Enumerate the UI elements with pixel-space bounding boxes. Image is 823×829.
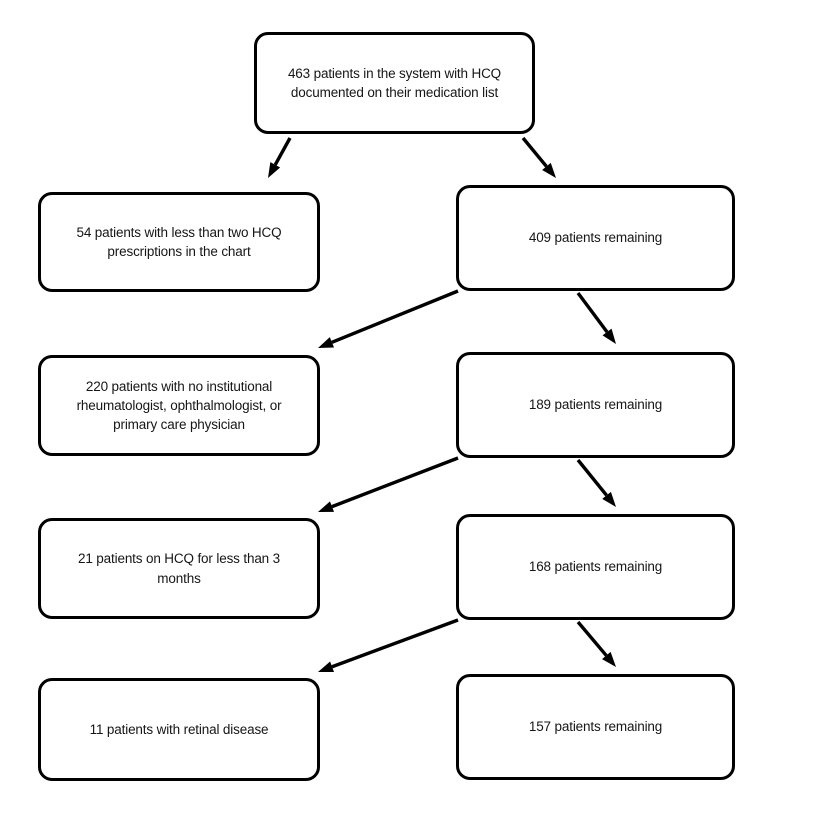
flow-arrow-shaft bbox=[331, 456, 459, 509]
flow-node-excluded-3: 21 patients on HCQ for less than 3 month… bbox=[38, 518, 320, 619]
flow-node-remaining-3: 168 patients remaining bbox=[456, 514, 735, 620]
flow-arrow-edge-remaining-1-remaining-2 bbox=[576, 291, 616, 344]
flow-arrow-edge-remaining-3-excluded-4 bbox=[318, 618, 459, 673]
flow-arrow-head bbox=[602, 491, 616, 507]
flow-arrow-shaft bbox=[576, 620, 608, 657]
flow-node-label: 11 patients with retinal disease bbox=[89, 721, 269, 737]
flow-node-excluded-4: 11 patients with retinal disease bbox=[38, 678, 320, 781]
flow-arrow-edge-total-remaining-1 bbox=[521, 136, 556, 178]
flow-arrow-edge-remaining-1-excluded-2 bbox=[318, 289, 459, 348]
flow-arrow-head bbox=[602, 651, 616, 667]
flow-arrow-head bbox=[318, 501, 335, 512]
flow-arrow-shaft bbox=[576, 458, 608, 497]
flow-arrow-shaft bbox=[331, 289, 459, 344]
flow-node-total: 463 patients in the system with HCQ docu… bbox=[254, 32, 535, 134]
flow-arrow-edge-total-excluded-1 bbox=[268, 137, 292, 178]
flow-node-excluded-1: 54 patients with less than two HCQ presc… bbox=[38, 192, 320, 292]
flow-node-remaining-2: 189 patients remaining bbox=[456, 352, 735, 458]
flow-arrow-shaft bbox=[521, 136, 548, 168]
flow-node-excluded-2: 220 patients with no institutional rheum… bbox=[38, 355, 320, 456]
flow-node-label: 220 patients with no institutional rheum… bbox=[76, 378, 282, 433]
flow-arrow-edge-remaining-2-remaining-3 bbox=[576, 458, 616, 507]
flow-node-label: 168 patients remaining bbox=[528, 559, 663, 575]
flow-arrow-head bbox=[602, 328, 616, 344]
flow-node-label: 21 patients on HCQ for less than 3 month… bbox=[77, 551, 280, 586]
flow-arrow-edge-remaining-2-excluded-3 bbox=[318, 456, 459, 512]
flow-node-label: 189 patients remaining bbox=[528, 397, 663, 413]
flow-arrow-shaft bbox=[331, 618, 459, 669]
flow-arrow-head bbox=[318, 337, 335, 348]
flow-node-label: 54 patients with less than two HCQ presc… bbox=[76, 224, 282, 259]
flow-node-label: 157 patients remaining bbox=[528, 719, 663, 735]
flow-node-label: 409 patients remaining bbox=[528, 230, 663, 246]
flow-arrow-head bbox=[318, 661, 335, 673]
flow-node-remaining-4: 157 patients remaining bbox=[456, 674, 735, 780]
flow-arrow-head bbox=[542, 162, 556, 178]
flow-arrow-shaft bbox=[576, 291, 609, 333]
flow-arrow-head bbox=[268, 162, 281, 178]
flow-node-remaining-1: 409 patients remaining bbox=[456, 185, 735, 291]
flow-arrow-edge-remaining-3-remaining-4 bbox=[576, 620, 616, 667]
flow-arrow-shaft bbox=[273, 137, 292, 166]
flow-node-label: 463 patients in the system with HCQ docu… bbox=[287, 65, 502, 100]
